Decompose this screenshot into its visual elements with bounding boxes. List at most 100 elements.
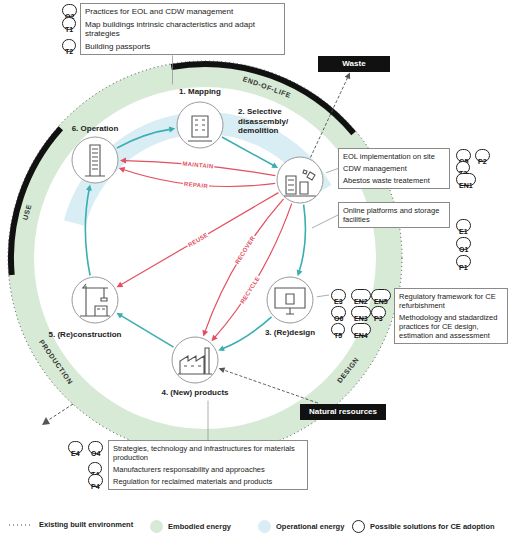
connector (218, 317, 271, 351)
stage-label: 3. (Re)design (255, 328, 325, 338)
code-badge: O6 (331, 306, 346, 319)
code-text: P3 (374, 315, 383, 322)
stage-outline (276, 156, 324, 204)
code-badge: O1 (456, 237, 471, 250)
code-badge: O2 (62, 4, 77, 17)
box-text: Map buildings intrinsic characteristics … (85, 20, 280, 39)
exit-arrow-head (42, 417, 50, 425)
code-text: EN1 (459, 182, 473, 189)
ring-label: DESIGN (336, 356, 360, 384)
stage-icon (80, 284, 110, 316)
legend-swatch (150, 520, 163, 533)
box-text: CDW management (343, 164, 445, 173)
code-text: E4 (71, 450, 80, 457)
connector (117, 126, 175, 148)
connector-line (222, 317, 272, 349)
code-text: EN5 (374, 298, 388, 305)
edge-label: MAINTAIN (181, 160, 215, 169)
code-badge: O4 (88, 441, 103, 454)
connector-line (120, 193, 278, 286)
box-text: Practices for EOL and CDW management (85, 7, 280, 17)
connector-line (299, 205, 306, 273)
box-text: Online platforms and storage facilities (343, 206, 445, 224)
code-text: E1 (459, 228, 468, 235)
code-text: O1 (459, 246, 468, 253)
code-badge: P4 (88, 474, 103, 487)
built-environment-outline (8, 61, 402, 455)
connector-line (124, 161, 275, 176)
stage-icon (178, 348, 212, 374)
embodied-energy-ring (21, 74, 389, 442)
solution-box: Regulatory framework for CE refurbishmen… (394, 288, 508, 344)
edge-label: REPAIR (183, 181, 209, 189)
black-box-text: Waste (324, 59, 384, 69)
stage-circle: 6. Operation (71, 136, 119, 184)
connector (116, 313, 173, 347)
code-badge: P1 (456, 255, 471, 268)
legend-text: Existing built environment (39, 520, 133, 529)
connector (219, 367, 318, 403)
code-text: T2 (65, 48, 73, 55)
use-arc (11, 128, 61, 275)
stage-circle: 4. (New) products (171, 336, 219, 384)
code-badge: E3 (331, 289, 346, 302)
code-badge: EN1 (456, 173, 476, 186)
code-badge: P2 (475, 149, 490, 162)
black-box: Natural resources (300, 404, 386, 420)
connector-line (85, 188, 90, 275)
box-text: Methodology and stadardized practices fo… (399, 313, 503, 340)
code-badge: EN3 (351, 306, 371, 319)
code-text: O6 (334, 315, 343, 322)
connector-line (311, 76, 349, 157)
stage-disc (277, 157, 323, 203)
connector (297, 205, 306, 276)
legend-text: Operational energy (276, 522, 344, 531)
black-box: Waste (318, 56, 390, 72)
box-text: Building passports (85, 42, 280, 52)
stage-outline (266, 276, 314, 324)
stage-label: 1. Mapping (165, 87, 235, 97)
stage-circle: 1. Mapping (176, 101, 224, 149)
legend-line-stroke (9, 524, 33, 525)
connector (117, 193, 279, 288)
code-text: P4 (91, 483, 100, 490)
connector (120, 158, 275, 176)
connector (85, 185, 92, 276)
legend-item: Existing built environment (8, 520, 133, 529)
legend-item: Operational energy (258, 520, 344, 533)
solution-box: EOL implementation on siteCDW management… (338, 148, 450, 189)
stage-icon (188, 116, 212, 141)
edge-label: RECOVER (234, 234, 257, 266)
solution-box: Online platforms and storage facilities (338, 202, 450, 228)
solution-box: Strategies, technology and infrastructur… (108, 440, 308, 490)
stage-label: 5. (Re)construction (40, 330, 130, 340)
stage-outline (176, 101, 224, 149)
leader-line (312, 215, 338, 228)
box-text: Strategies, technology and infrastructur… (113, 444, 303, 462)
edge-label: RECYCLE (239, 274, 262, 305)
connector-line (117, 129, 171, 148)
code-badge: EN4 (351, 323, 371, 336)
code-text: P1 (459, 264, 468, 271)
ring-label: END-OF-LIFE (242, 75, 292, 99)
code-badge: T1 (62, 17, 76, 30)
exit-arrow (47, 404, 73, 421)
stage-disc (172, 337, 218, 383)
legend-item: Possible solutions for CE adoption (352, 520, 495, 533)
box-text: Regulatory framework for CE refurbishmen… (399, 292, 503, 310)
stage-disc (177, 102, 223, 148)
black-box-text: Natural resources (306, 407, 380, 417)
code-badge: P3 (371, 306, 386, 319)
stage-disc (72, 137, 118, 183)
legend-item: Embodied energy (150, 520, 231, 533)
code-text: E3 (334, 298, 343, 305)
leader-line (326, 169, 338, 173)
code-badge: T5 (331, 323, 345, 336)
code-badge: E4 (68, 441, 83, 454)
box-text: EOL implementation on site (343, 152, 445, 161)
stage-circle: 5. (Re)construction (71, 276, 119, 324)
stage-icon (284, 170, 316, 196)
connector (222, 137, 278, 168)
code-badge: EN2 (351, 289, 371, 302)
